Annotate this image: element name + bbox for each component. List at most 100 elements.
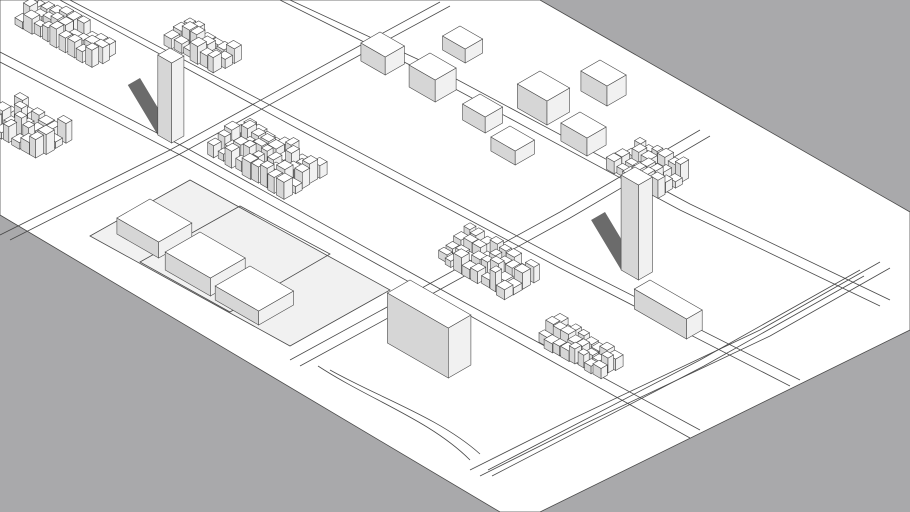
cluster-west-building [28, 131, 45, 159]
cluster-southcenter-building-roof [498, 255, 513, 264]
cluster-center-building-roof [217, 129, 232, 138]
cluster-southeast-building-roof [600, 350, 615, 359]
cluster-center-building-roof [302, 155, 319, 165]
cluster-center-building-roof [294, 163, 311, 173]
cluster-northwest-building-roof [23, 9, 41, 20]
cluster-center-building-roof [267, 139, 286, 150]
high-rise-tower-north [157, 47, 185, 144]
cluster-southcenter-building-roof [438, 246, 453, 256]
cluster-southeast-building-roof [583, 336, 600, 345]
commercial-block [408, 52, 457, 103]
cluster-northwest-building-roof [58, 5, 75, 15]
cluster-southeast-building-roof [599, 341, 615, 351]
cluster-center-building [275, 172, 294, 200]
warehouse-block-roof [116, 198, 193, 243]
cluster-southeast-building-roof [584, 347, 600, 356]
street-cross-3 [469, 261, 881, 471]
commercial-block-roof [461, 93, 504, 118]
cluster-southcenter-building-roof [504, 259, 521, 269]
cluster-west-building-roof [37, 114, 56, 125]
cluster-southcenter-building-roof [452, 231, 470, 241]
street-avenue-east-curb [289, 0, 891, 301]
promenade-curve-inner [329, 369, 481, 455]
cluster-northwest-building-roof [84, 42, 100, 51]
parking-lot-division [139, 205, 331, 313]
commercial-block [560, 111, 607, 157]
cluster-east-building-roof [605, 152, 623, 163]
cluster-north-building [207, 49, 223, 74]
cluster-center-building-roof [260, 133, 276, 143]
cluster-southcenter-building-roof [469, 227, 485, 237]
cluster-center-building-roof [233, 136, 250, 146]
buildings-layer [0, 0, 703, 380]
cluster-north-building-roof [163, 29, 181, 40]
cluster-west-building-roof [0, 101, 12, 112]
cluster-southcenter-building-roof [445, 241, 460, 250]
street-cross-1 [0, 1, 441, 236]
cluster-west-building-roof [13, 100, 28, 109]
waterfront-building-roof [386, 279, 472, 329]
warehouse-block-roof [214, 265, 295, 312]
commercial-block [516, 70, 571, 126]
cluster-east-building-roof [667, 173, 683, 183]
high-rise-tower-east-face-front [620, 174, 639, 281]
cluster-center-building-roof [250, 158, 267, 168]
cluster-southcenter-building-roof [524, 258, 540, 268]
commercial-block-roof [580, 59, 627, 87]
cluster-southcenter-building-roof [471, 239, 488, 249]
cluster-east-building-roof [614, 148, 631, 158]
cluster-west-building-roof [28, 131, 45, 140]
cluster-east-building [605, 152, 623, 175]
high-rise-tower-north-face-side [171, 55, 185, 144]
long-low-building [633, 279, 703, 340]
cluster-west-building-roof [31, 107, 46, 116]
high-rise-tower-east-face-side [638, 176, 653, 281]
high-rise-tower-north-face-front [157, 54, 172, 144]
cluster-northwest-building-roof [93, 38, 111, 49]
cluster-center-building-roof [240, 119, 257, 130]
cluster-southcenter-building [495, 279, 514, 301]
commercial-block-roof [360, 31, 406, 58]
cluster-northwest-building-roof [76, 15, 91, 24]
cluster-northwest-building-roof [67, 34, 83, 43]
cluster-southcenter-building-roof [489, 255, 505, 265]
cluster-center-building-roof [275, 159, 294, 170]
cluster-southeast-building-roof [577, 329, 590, 337]
cluster-north-building-roof [173, 35, 190, 45]
cluster-southcenter-building-roof [489, 248, 503, 257]
long-low-building-roof [633, 279, 703, 320]
high-rise-tower-north-roof [157, 47, 185, 64]
cluster-west-building-roof [14, 110, 28, 119]
cluster-center-building-roof [284, 145, 301, 154]
cluster-southeast-building-roof [592, 359, 608, 369]
cluster-northwest-building-roof [49, 20, 65, 30]
commercial-block [461, 93, 504, 134]
cluster-north-building-roof [189, 26, 206, 36]
cluster-southcenter-building-roof [498, 243, 513, 252]
cluster-west-building-roof [13, 92, 29, 101]
cluster-southcenter-building-roof [505, 248, 523, 258]
cluster-northwest-building-roof [57, 16, 74, 26]
cluster-center-building-roof [250, 127, 267, 137]
cluster-center-building-roof [275, 172, 294, 183]
commercial-block [490, 125, 536, 166]
street-avenue-west-curb [0, 61, 691, 439]
cluster-southeast-building-roof [577, 348, 590, 356]
cluster-north-building-roof [189, 36, 208, 47]
cluster-southeast-building [592, 359, 608, 380]
rail-track [487, 269, 861, 471]
cluster-center-building-roof [284, 137, 300, 146]
promenade-curve-outer [317, 365, 471, 461]
cluster-east-building-roof [651, 144, 664, 152]
cluster-center-building-roof [223, 120, 241, 131]
cluster-north-building-roof [207, 49, 223, 58]
cluster-southcenter-building-face-front [489, 268, 496, 293]
high-rise-tower-east-roof [620, 166, 654, 186]
cluster-east-building-roof [639, 157, 656, 167]
cluster-southcenter-building-roof [452, 248, 470, 259]
cluster-northwest-building-roof [22, 0, 39, 7]
commercial-block-roof [516, 70, 571, 102]
waterfront-building [386, 279, 472, 379]
